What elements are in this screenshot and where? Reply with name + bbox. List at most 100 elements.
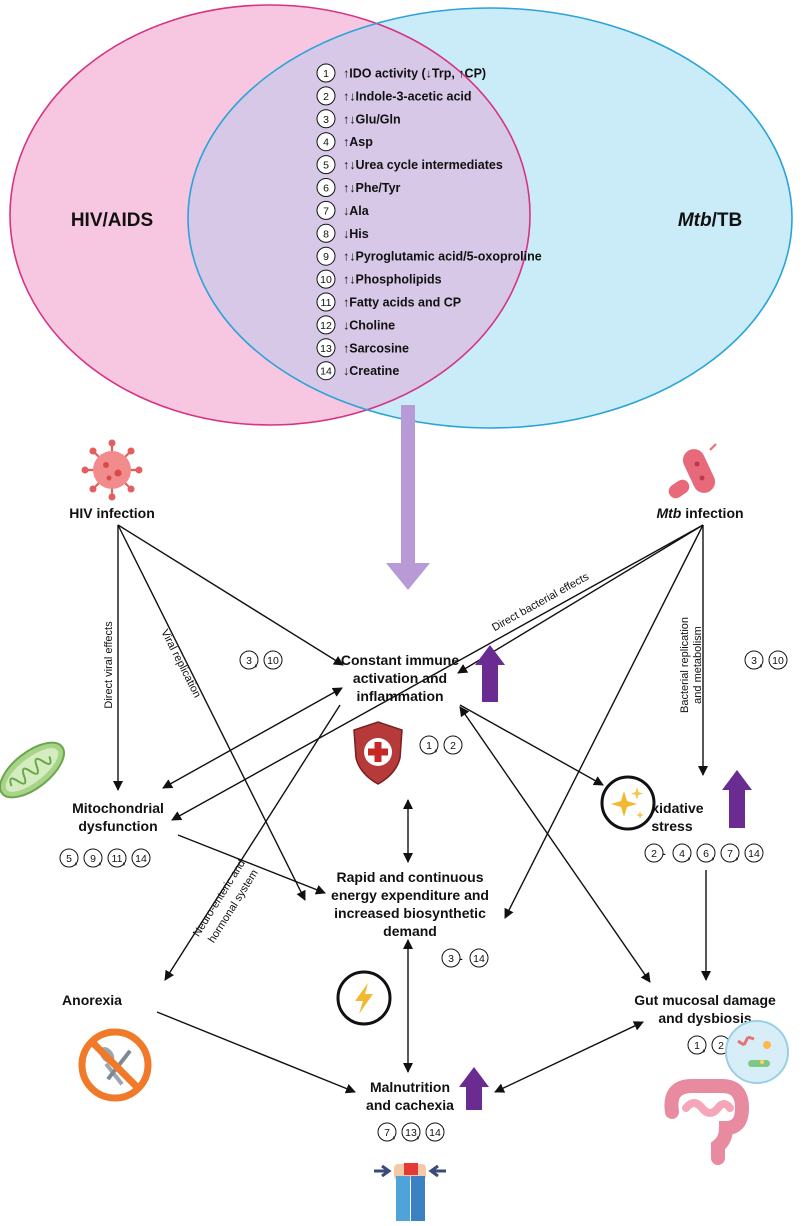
venn-item-label: Fatty acids and CP [349, 296, 461, 310]
node-anorexia: Anorexia [62, 992, 122, 1008]
up-arrow-immune [475, 645, 505, 702]
venn-item-number-circle [316, 63, 336, 83]
node-malnutrition-2: and cachexia [366, 1097, 454, 1113]
venn-item: 2 ↑↓Indole-3-acetic acid [316, 86, 472, 106]
intestine-icon [664, 1020, 789, 1165]
virus-icon [81, 439, 143, 501]
badge-comma: , [712, 850, 715, 862]
venn-item-symbol: ↓ [343, 204, 349, 218]
venn-item-symbol: ↑↓ [343, 89, 356, 103]
node-mtb-infection: Mtb infection [656, 505, 743, 521]
venn-item-text: ↑Fatty acids and CP [343, 296, 461, 310]
badge-comma: , [435, 742, 438, 754]
badge-number: 7 [727, 848, 733, 860]
venn-item-number-circle [316, 338, 336, 358]
badge-circle [131, 848, 151, 868]
venn-item: 6 ↑↓Phe/Tyr [316, 178, 401, 197]
badge-number: 14 [135, 853, 147, 865]
badge-circle [441, 948, 461, 968]
venn-item-symbol: ↑↓ [343, 112, 356, 126]
badge-circle [263, 650, 283, 670]
venn-item-text: ↑↓Glu/Gln [343, 112, 401, 126]
badge-circle [419, 735, 439, 755]
node-mtb-rest: infection [681, 505, 743, 521]
badge-row-gut: 1,2 [687, 1035, 731, 1055]
venn-item-text: ↑↓Phospholipids [343, 273, 442, 287]
badge-circle [83, 848, 103, 868]
venn-item-label: Indole-3-acetic acid [356, 89, 472, 103]
venn-item-number: 8 [323, 228, 329, 240]
edge-hiv-immune [117, 524, 344, 666]
venn-item-text: ↓Ala [343, 204, 370, 218]
venn-item-number: 6 [323, 183, 329, 195]
venn-item-number: 10 [320, 274, 332, 286]
mitochondrion-icon [0, 741, 65, 799]
edges [113, 524, 711, 1094]
venn-item-symbol: ↑↓ [343, 273, 356, 287]
badge-comma: , [123, 855, 126, 867]
venn-item-label: Glu/Gln [356, 112, 401, 126]
lightning-icon [336, 970, 392, 1026]
venn-item-number-circle [316, 200, 336, 220]
venn-item-number-circle [316, 178, 336, 197]
badge-circle [687, 1035, 707, 1055]
venn-item: 1↑IDO activity (↓Trp, ↑CP) [316, 63, 486, 83]
venn-item-number-circle [316, 269, 336, 289]
venn-item: 14 ↓Creatine [316, 361, 399, 381]
node-oxidative-1: Oxidative [640, 800, 703, 816]
venn-item-number: 13 [320, 343, 332, 355]
edge-malnutrition-gut [494, 1021, 644, 1093]
venn-item: 3↑↓Glu/Gln [316, 109, 401, 129]
badge-row-malnutrition: 7,13,14 [377, 1122, 445, 1142]
venn-item-label: Urea cycle intermediates [356, 158, 503, 172]
venn-item-label: Choline [349, 318, 395, 332]
badge-number: 1 [426, 740, 432, 752]
edge-immune-mito [162, 687, 343, 789]
venn-item-label: Phe/Tyr [356, 181, 401, 195]
venn-item: 4↑Asp [316, 132, 373, 152]
venn-overlap [188, 8, 530, 425]
venn-item-label: His [349, 227, 369, 241]
waist-icon [374, 1163, 446, 1221]
badge-row-right-3-10: 3,10 [744, 650, 788, 670]
venn-left-outline [9, 4, 531, 426]
node-hiv-infection: HIV infection [69, 505, 155, 521]
badge-comma: , [99, 855, 102, 867]
badge-comma: , [255, 657, 258, 669]
badge-number: 3 [751, 655, 757, 667]
badge-circle [696, 843, 716, 863]
venn-item: 13↑Sarcosine [316, 338, 409, 358]
venn-item-number-circle [316, 132, 336, 152]
up-arrow-oxidative [722, 770, 752, 828]
badge-circle [239, 650, 259, 670]
node-energy-4: demand [383, 923, 437, 939]
venn-item-text: ↑↓Phe/Tyr [343, 181, 401, 195]
badge-dash: - [662, 848, 666, 860]
venn-item-symbol: ↑ [343, 135, 349, 149]
venn-item-symbol: ↓ [343, 227, 349, 241]
venn-item-number: 2 [323, 91, 329, 103]
venn-right-label-italic: Mtb [678, 210, 712, 231]
node-energy-3: increased biosynthetic [334, 905, 486, 921]
badge-number: 2 [718, 1040, 724, 1052]
label-viral-replication: Viral replication [158, 627, 203, 699]
label-direct-viral: Direct viral effects [103, 621, 115, 709]
venn-item-label: Creatine [349, 364, 399, 378]
venn-item-number: 9 [323, 251, 329, 263]
venn-item-text: ↑↓Pyroglutamic acid/5-oxoproline [343, 250, 542, 264]
venn-item-list: 1↑IDO activity (↓Trp, ↑CP)2↑↓Indole-3-ac… [316, 63, 542, 381]
venn-item-number: 5 [323, 160, 329, 172]
down-arrow [386, 405, 430, 590]
node-mito-1: Mitochondrial [72, 800, 164, 816]
badge-number: 4 [679, 848, 685, 860]
node-mtb-italic: Mtb [656, 505, 681, 521]
badge-circle [644, 843, 664, 863]
badge-circle [744, 650, 764, 670]
venn-item-number: 14 [320, 366, 332, 378]
badge-row-left-3-10: 3,10 [239, 650, 283, 670]
venn-right-outline [187, 7, 793, 429]
badge-circle [469, 948, 489, 968]
venn-item-symbol: ↓ [343, 364, 349, 378]
